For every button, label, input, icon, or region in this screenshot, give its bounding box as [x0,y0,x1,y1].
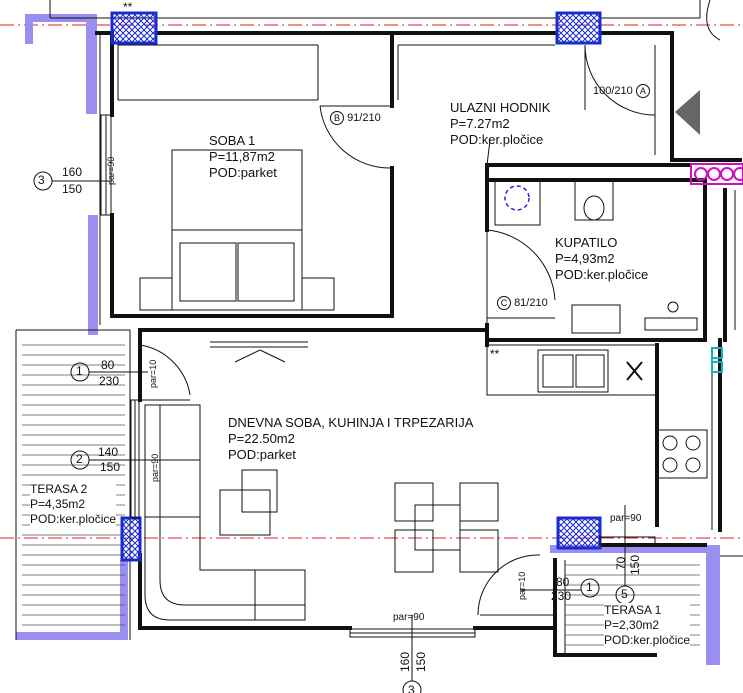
room-floor: POD:parket [228,447,296,462]
door-size: 100/210 [593,85,633,97]
room-area: P=2,30m2 [604,618,660,632]
door-size: 81/210 [514,297,548,309]
door-a-label: 100/210 A [593,84,650,98]
door-letter: A [635,84,650,98]
room-area: P=11,87m2 [209,149,275,164]
room-area: P=22.50m2 [228,431,295,446]
room-terasa2: TERASA 2 P=4,35m2 POD:ker.pločice [30,482,117,527]
window-3-bottom-num: 3 [408,683,415,693]
window-1-right-par: par=10 [517,571,527,600]
room-name: SOBA 1 [209,133,256,148]
room-area: P=4,35m2 [30,497,86,511]
room-floor: POD:ker.pločice [30,512,117,526]
window-5-par: par=90 [610,513,642,524]
window-1-left-top: 80 [101,358,115,372]
window-soba-left [100,114,112,216]
window-5-top: 70 [614,556,628,570]
room-floor: POD:ker.pločice [555,267,649,282]
door-b-label: B 91/210 [330,111,381,125]
bed [139,149,335,311]
room-kupatilo: KUPATILO P=4,93m2 POD:ker.pločice [555,235,648,283]
window-living-left [130,399,140,519]
window-1-right-top: 80 [556,575,570,589]
walls [95,31,742,657]
room-floor: POD:ker.pločice [450,132,544,147]
door-letter: B [330,111,344,125]
room-soba1: SOBA 1 P=11,87m2 POD:parket [209,133,277,181]
stars-symbol: ** [123,0,133,14]
coffee-table [219,469,278,536]
bathroom-fixtures [494,179,698,334]
window-1-left-num: 1 [76,364,83,378]
room-name: KUPATILO [555,235,618,250]
door-letter: C [497,296,511,310]
sofa [144,404,306,621]
window-1-right-num: 1 [586,580,593,594]
room-name: DNEVNA SOBA, KUHINJA I TRPEZARIJA [228,415,474,430]
cyan-fixture [711,347,723,373]
door-size: 91/210 [347,112,381,124]
window-1-left-par: par=10 [148,359,158,388]
window-3-num: 3 [38,173,45,187]
dining-table [394,482,499,573]
radiator [690,163,743,185]
room-area: P=7.27m2 [450,116,510,131]
entry-arrow-icon [675,90,700,135]
window-3-bottom-par: par=90 [393,612,425,623]
room-name: TERASA 1 [604,603,662,617]
room-dnevna: DNEVNA SOBA, KUHINJA I TRPEZARIJA P=22.5… [228,415,473,463]
window-3-bottom-bottom: 150 [414,651,428,672]
window-2-bottom: 150 [100,460,121,474]
room-name: ULAZNI HODNIK [450,100,551,115]
window-1-left-bottom: 230 [99,374,120,388]
room-floor: POD:ker.pločice [604,633,691,647]
window-kitchen-right [599,536,656,546]
blue-columns [110,11,602,562]
window-3-bottom: 150 [62,182,83,196]
window-3-par: par=90 [106,156,116,185]
fork-knife-icon [626,361,643,381]
room-hodnik: ULAZNI HODNIK P=7.27m2 POD:ker.pločice [450,100,550,148]
window-3-top: 160 [62,165,83,179]
door-c-label: C 81/210 [497,296,548,310]
window-1-right-bottom: 230 [551,589,572,603]
room-terasa1: TERASA 1 P=2,30m2 POD:ker.pločice [604,603,691,648]
window-3-bottom-top: 160 [398,651,412,672]
room-name: TERASA 2 [30,482,88,496]
room-area: P=4,93m2 [555,251,615,266]
room-floor: POD:parket [209,165,277,180]
window-2-num: 2 [76,452,83,466]
window-5-num: 5 [621,587,628,601]
window-5-bottom: 150 [628,554,642,575]
window-markers [33,171,635,693]
kitchen-counter [486,344,708,525]
window-2-top: 140 [98,445,119,459]
kitchen-stars: ** [490,347,500,361]
window-2-par: par=90 [150,453,160,482]
